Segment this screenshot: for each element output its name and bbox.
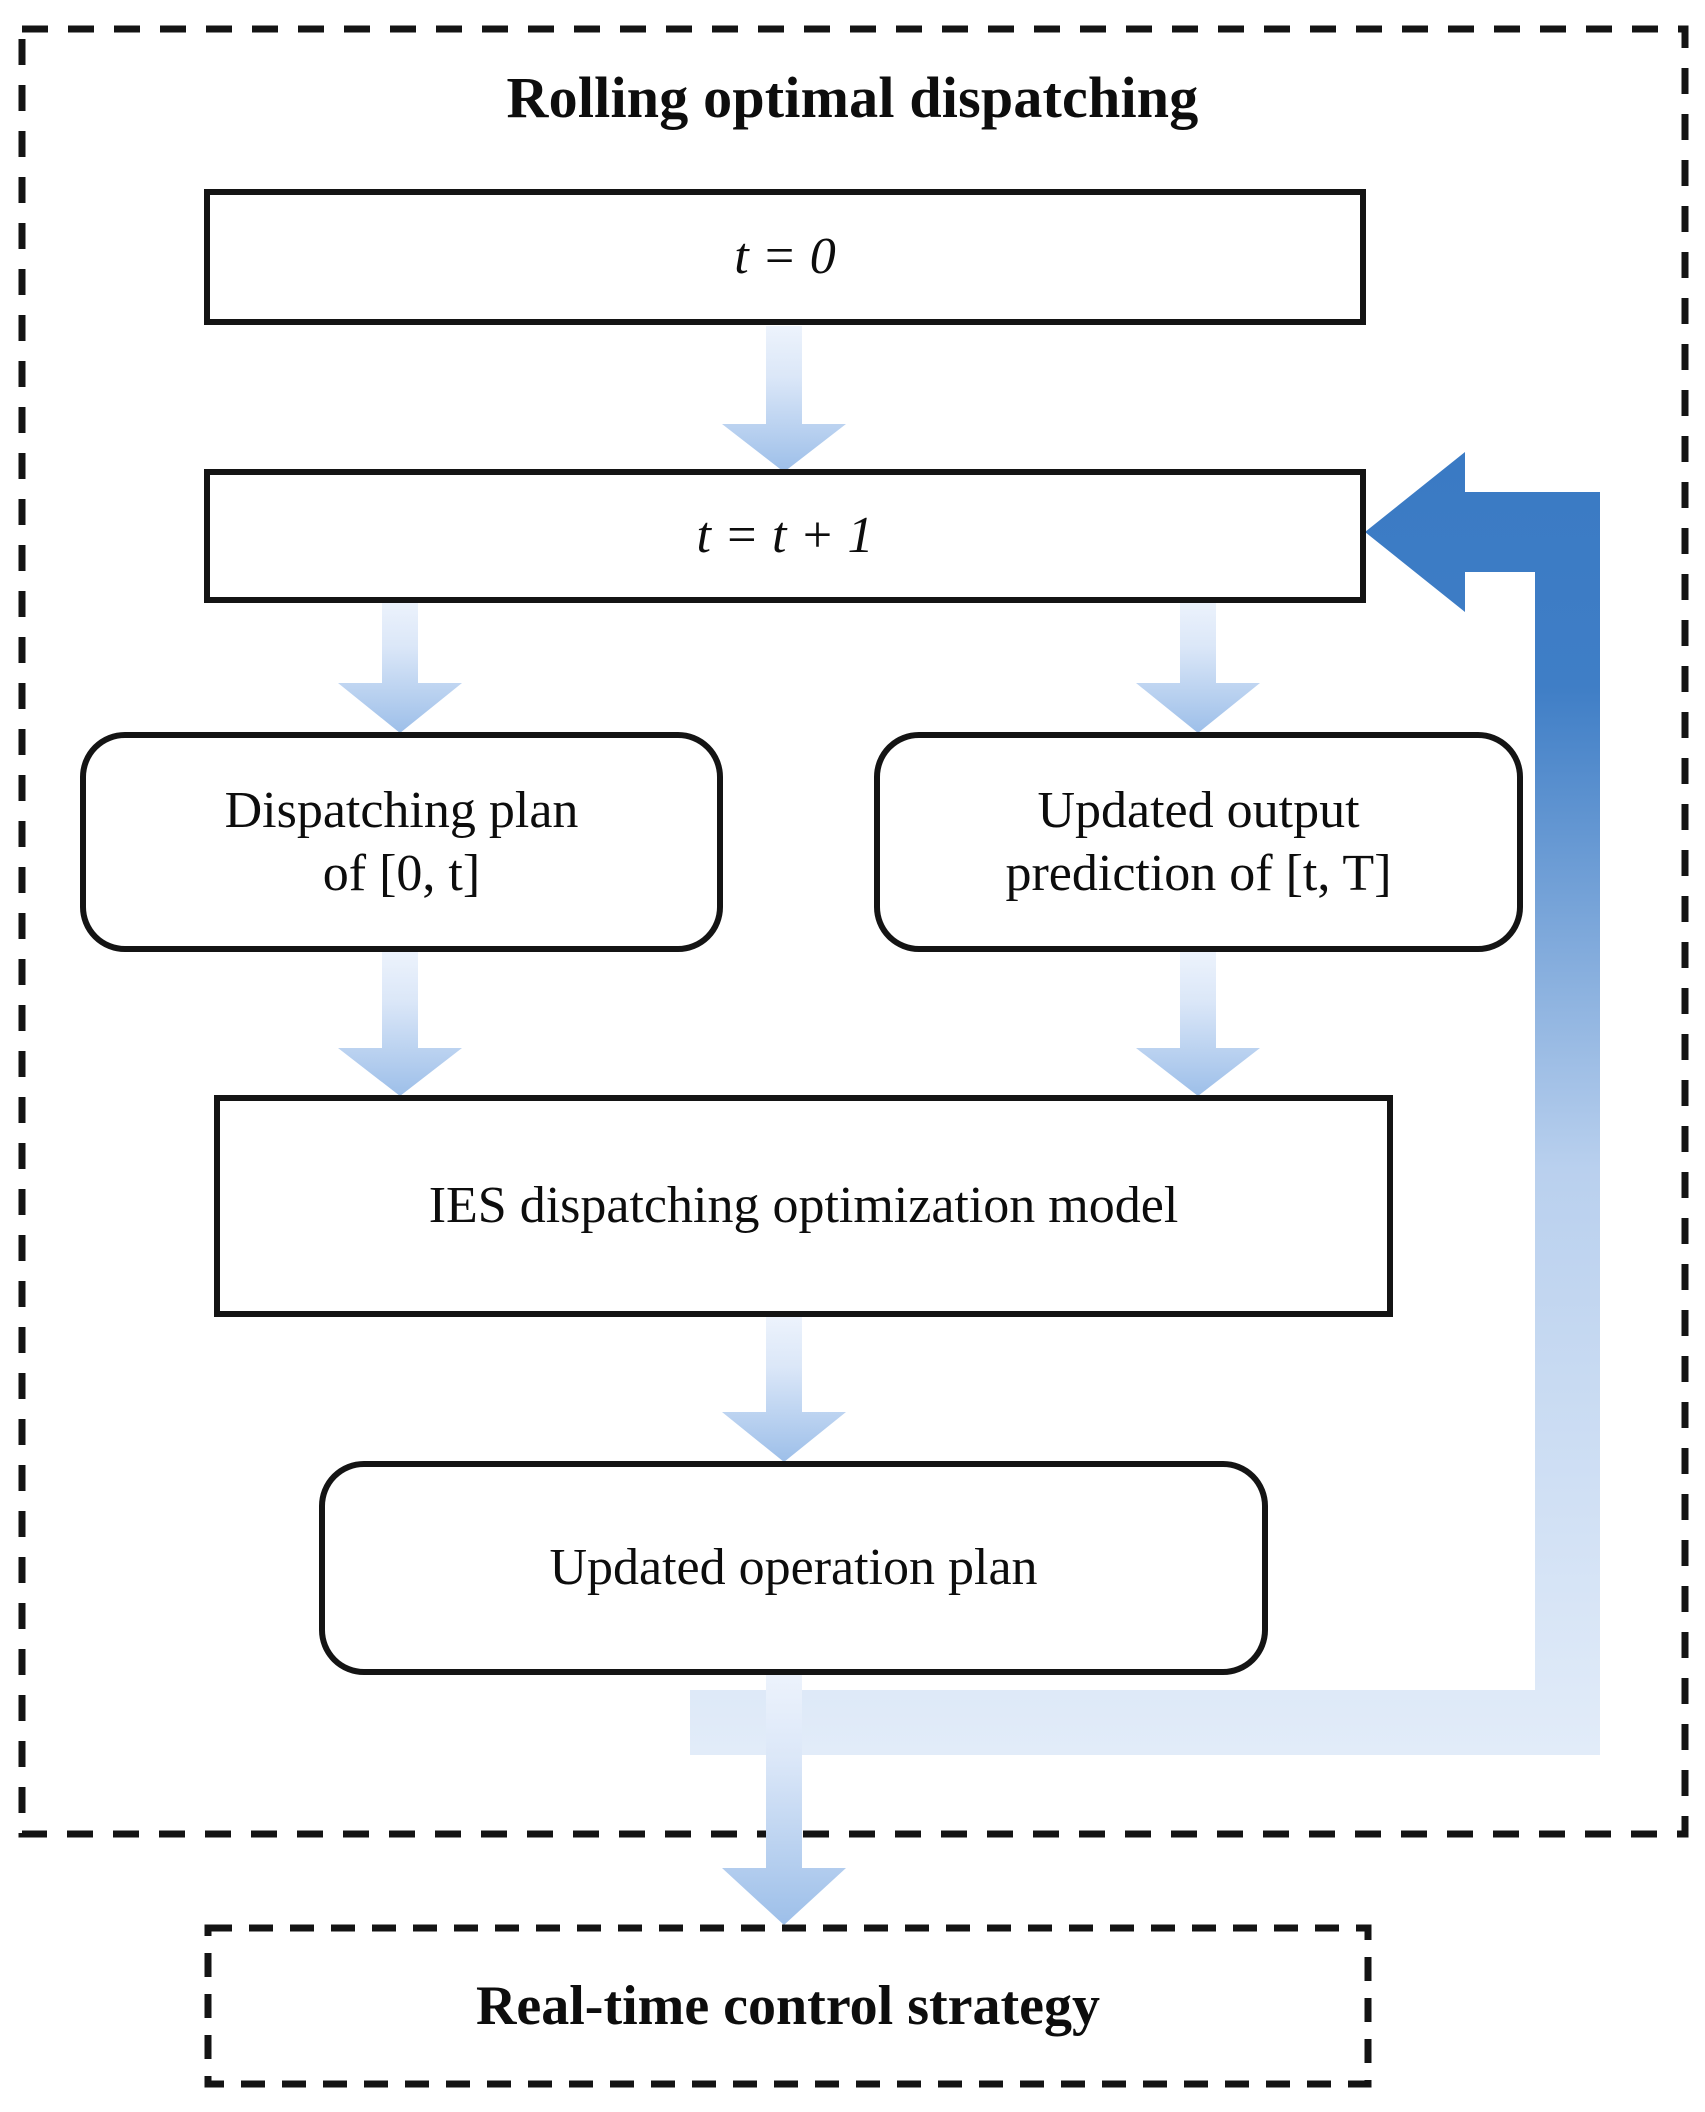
- node-dispatching-plan-label: Dispatching plan of [0, t]: [83, 735, 720, 949]
- node-realtime-strategy-box[interactable]: [204, 1924, 1372, 2088]
- output-prediction-line1: Updated output: [1037, 781, 1360, 839]
- node-tplus1-box[interactable]: [204, 469, 1366, 603]
- node-t0-label: t = 0: [207, 192, 1363, 322]
- node-tplus1-label: t = t + 1: [207, 472, 1363, 600]
- arrow-operation-plan-to-realtime-strategy: [722, 1672, 846, 1925]
- node-operation-plan-box[interactable]: [319, 1461, 1268, 1675]
- node-realtime-strategy-label: Real-time control strategy: [475, 1974, 1101, 2037]
- arrow-ies-model-to-operation-plan: [722, 1316, 846, 1462]
- node-ies-model-box[interactable]: [214, 1095, 1393, 1317]
- arrow-output-prediction-to-ies-model: [1136, 950, 1260, 1096]
- node-ies-model-label: IES dispatching optimization model: [428, 1177, 1179, 1235]
- arrow-t0-to-tplus1: [722, 326, 846, 472]
- dispatching-plan-line1: Dispatching plan: [224, 781, 579, 839]
- arrow-tplus1-to-dispatching-plan: [338, 600, 462, 733]
- dispatching-plan-line2: of [0, t]: [322, 845, 481, 902]
- tplus1-math-text: t = t + 1: [696, 507, 874, 565]
- node-t0-box[interactable]: [204, 189, 1366, 325]
- node-operation-plan-label: Updated operation plan: [549, 1539, 1038, 1597]
- node-output-prediction-label: Updated output prediction of [t, T]: [877, 735, 1520, 949]
- arrow-tplus1-to-output-prediction: [1136, 600, 1260, 733]
- node-output-prediction-box[interactable]: [874, 732, 1523, 952]
- t0-math-text: t = 0: [734, 228, 836, 286]
- outer-dashed-container: [18, 25, 1689, 1838]
- arrow-dispatching-plan-to-ies-model: [338, 950, 462, 1096]
- page-title: Rolling optimal dispatching: [506, 64, 1199, 130]
- output-prediction-line2: prediction of [t, T]: [1005, 845, 1392, 902]
- node-dispatching-plan-box[interactable]: [80, 732, 723, 952]
